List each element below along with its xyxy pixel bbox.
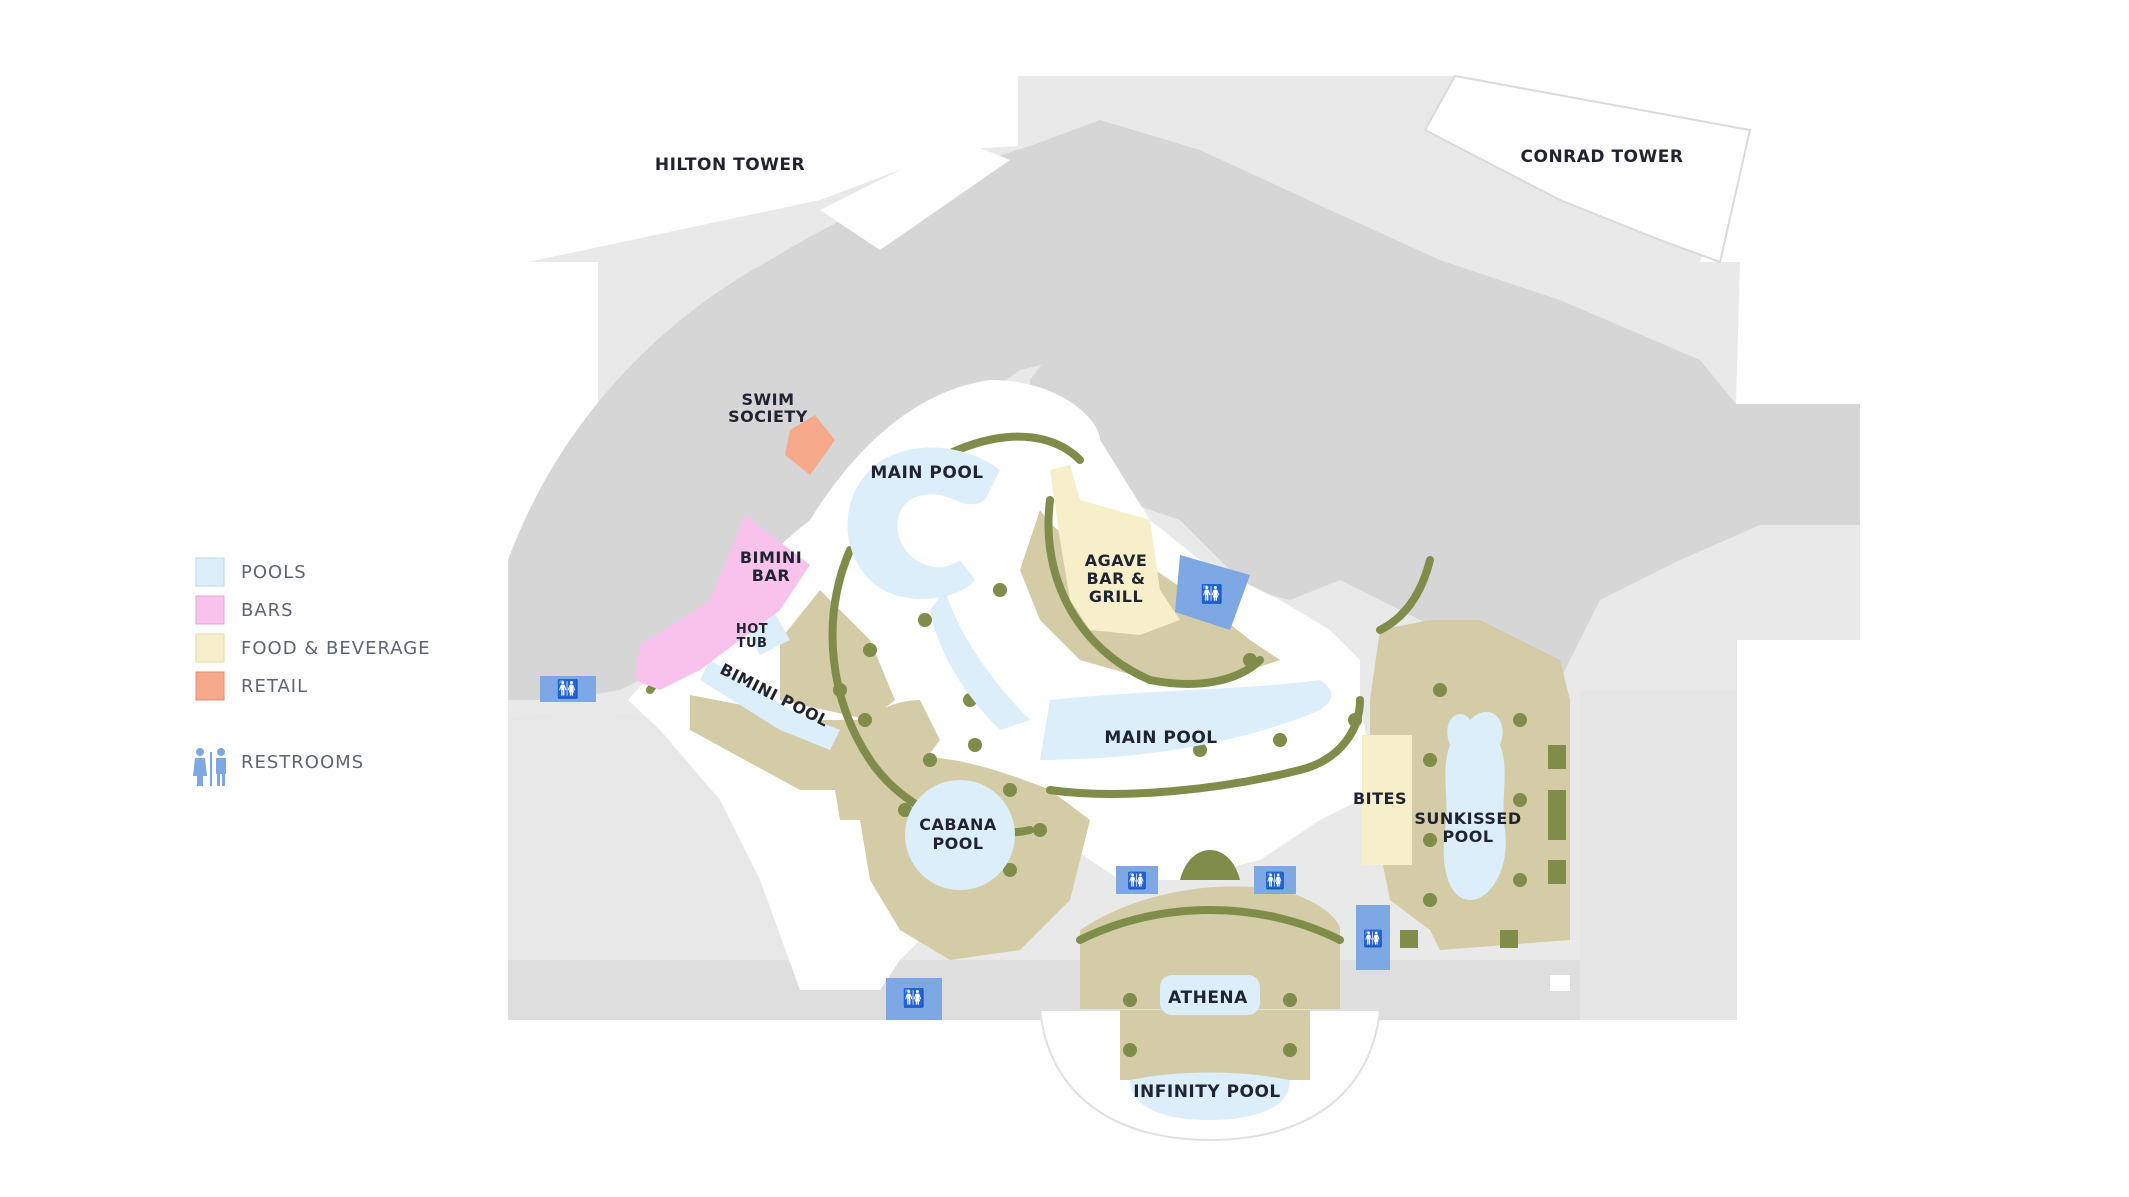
infinity-inner-deck: [1120, 1010, 1310, 1080]
restroom-marker-athena-east: 🚻: [1254, 866, 1296, 894]
svg-text:RESTROOMS: RESTROOMS: [241, 752, 364, 773]
agave-label-3: GRILL: [1089, 587, 1143, 606]
legend-item-pools: POOLS: [195, 557, 307, 587]
cabana-pool-label-2: POOL: [932, 834, 983, 853]
hilton-tower-roof-cut: [820, 140, 1010, 250]
bimini-pool: [700, 660, 840, 750]
conrad-tower-label: CONRAD TOWER: [1521, 147, 1684, 167]
sunkissed-label-1: SUNKISSED: [1414, 809, 1521, 828]
sunkissed-planter: [1376, 556, 1434, 634]
cabana-pool: [905, 780, 1015, 890]
svg-text:🚻: 🚻: [557, 678, 579, 700]
svg-text:POOLS: POOLS: [241, 562, 307, 583]
restroom-marker-south: 🚻: [886, 978, 942, 1020]
legend: POOLS BARS FOOD & BEVERAGE RETAIL REST: [193, 557, 431, 786]
bimini-bar-label-2: BAR: [752, 566, 790, 585]
conrad-tower-building: [1030, 120, 1860, 690]
pool-deck: [628, 380, 1370, 990]
tree-dots: [833, 583, 1527, 1057]
restroom-marker-athena-west: 🚻: [1116, 866, 1158, 894]
hot-tub-label-1: HOT: [736, 622, 768, 637]
svg-text:🚻: 🚻: [1201, 583, 1223, 605]
agave-bar-grill: [1050, 465, 1180, 635]
main-pool-north-label: MAIN POOL: [870, 463, 983, 483]
east-service-block-small: [1550, 975, 1570, 991]
hot-tub-label-2: TUB: [737, 636, 768, 651]
svg-text:🚻: 🚻: [1363, 929, 1383, 948]
athena-pool: [1160, 975, 1260, 1015]
bites-label: BITES: [1353, 789, 1407, 808]
agave-planter: [1044, 496, 1264, 688]
legend-item-bars: BARS: [195, 595, 294, 625]
east-service-block: [1580, 690, 1737, 1020]
swim-society-label-2: SOCIETY: [728, 407, 808, 426]
swim-society-shop: [785, 415, 835, 475]
svg-text:🚻: 🚻: [1265, 871, 1285, 890]
restroom-marker-east: 🚻: [1356, 905, 1390, 970]
agave-label-1: AGAVE: [1085, 551, 1148, 570]
conrad-tower-roof: [1423, 74, 1752, 264]
pool-deck-layer: [628, 380, 1370, 990]
svg-text:BARS: BARS: [241, 600, 294, 621]
svg-text:FOOD & BEVERAGE: FOOD & BEVERAGE: [241, 638, 431, 659]
infinity-pool: [1130, 1072, 1290, 1120]
infinity-pool-label: INFINITY POOL: [1133, 1082, 1281, 1102]
restroom-marker-agave: 🚻: [1175, 555, 1250, 630]
legend-item-retail: RETAIL: [195, 671, 308, 701]
legend-item-food: FOOD & BEVERAGE: [195, 633, 431, 663]
restroom-marker-west: 🚻: [540, 676, 596, 702]
sunkissed-label-2: POOL: [1442, 827, 1493, 846]
hilton-tower-label: HILTON TOWER: [655, 155, 805, 175]
athena-arch: [1180, 850, 1240, 880]
athena-label: ATHENA: [1168, 988, 1248, 1008]
svg-text:RETAIL: RETAIL: [241, 676, 308, 697]
main-pool-north: [847, 447, 1000, 599]
south-main-planter: [1046, 696, 1364, 798]
cabana-pool-label-1: CABANA: [919, 815, 997, 834]
restroom-icon: [193, 748, 226, 786]
main-pool-south-label: MAIN POOL: [1104, 728, 1217, 748]
bites-cafe: [1362, 735, 1412, 865]
sunkissed-hedges: [1400, 745, 1566, 948]
main-pool-south: [1040, 680, 1332, 760]
bimini-bar-label-1: BIMINI: [740, 548, 802, 567]
venues-layer: [635, 415, 1412, 865]
main-pool-north-arc: [930, 590, 1030, 730]
hilton-tower-building: [508, 120, 1250, 700]
bimini-bar: [635, 515, 810, 690]
legend-item-restrooms: RESTROOMS: [193, 748, 364, 786]
agave-label-2: BAR &: [1087, 569, 1146, 588]
swim-society-label-1: SWIM: [741, 390, 794, 409]
athena-planter: [1076, 906, 1344, 944]
sunkissed-pool: [1443, 711, 1506, 900]
restrooms-layer: 🚻 🚻 🚻 🚻 🚻 🚻: [540, 555, 1390, 1020]
svg-text:🚻: 🚻: [903, 987, 925, 1009]
bimini-lounge-garden: [780, 590, 895, 720]
pools-layer: [700, 447, 1506, 1120]
svg-text:🚻: 🚻: [1127, 871, 1147, 890]
